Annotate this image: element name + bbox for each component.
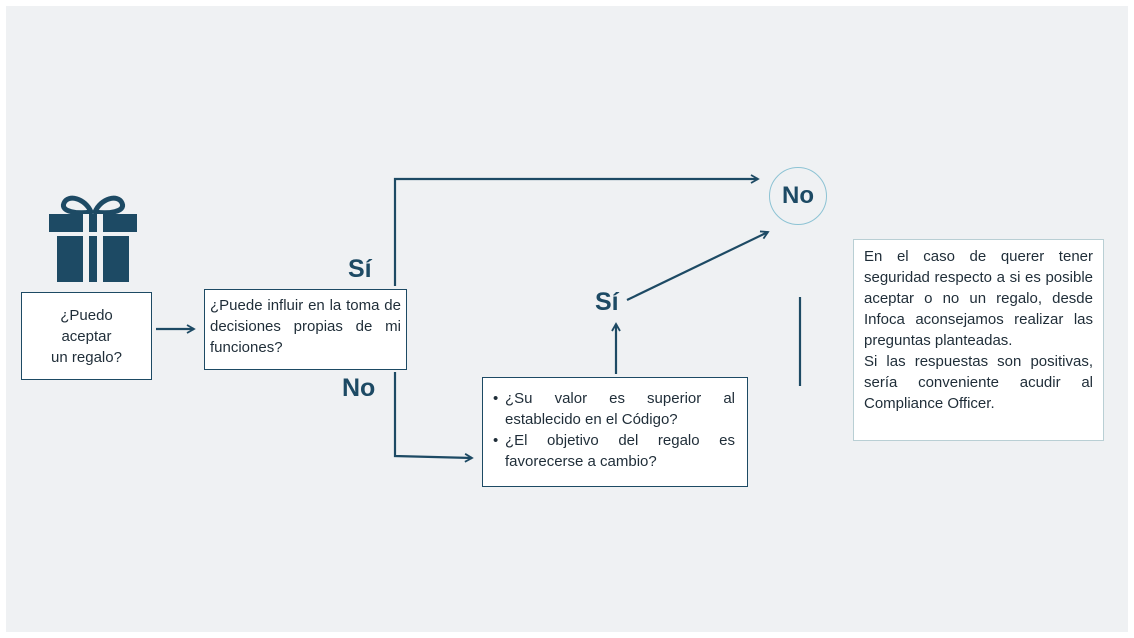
label-yes-right: Sí (595, 288, 619, 316)
start-question-line-1: ¿Puedo (60, 306, 113, 324)
arrow-yes-to-outcome (393, 174, 760, 286)
advice-note-box: En el caso de querer tener seguridad res… (853, 239, 1104, 441)
label-yes-top: Sí (348, 255, 372, 283)
outcome-no-text: No (782, 182, 814, 209)
start-question-box: ¿Puedo aceptar un regalo? (21, 292, 152, 380)
value-question-item-2: ¿El objetivo del regalo es favorecerse a… (493, 430, 735, 472)
arrow-no-to-second-question (393, 372, 474, 463)
value-question-list: ¿Su valor es superior al establecido en … (493, 388, 735, 472)
influence-question-text: ¿Puede influir en la toma de decisiones … (210, 297, 401, 356)
start-question-line-3: un regalo? (51, 348, 122, 366)
outcome-no-circle: No (769, 167, 827, 225)
advice-note-paragraph-2: Si las respuestas son positivas, sería c… (864, 353, 1093, 412)
gift-icon (49, 195, 137, 282)
label-no-bottom: No (342, 374, 376, 402)
arrow-yes-to-outcome-diagonal (626, 230, 770, 301)
start-question-line-2: aceptar (61, 327, 112, 345)
value-question-item-1: ¿Su valor es superior al establecido en … (493, 388, 735, 430)
influence-question-box: ¿Puede influir en la toma de decisiones … (204, 289, 407, 370)
value-question-box: ¿Su valor es superior al establecido en … (482, 377, 748, 487)
advice-note-paragraph-1: En el caso de querer tener seguridad res… (864, 248, 1093, 349)
